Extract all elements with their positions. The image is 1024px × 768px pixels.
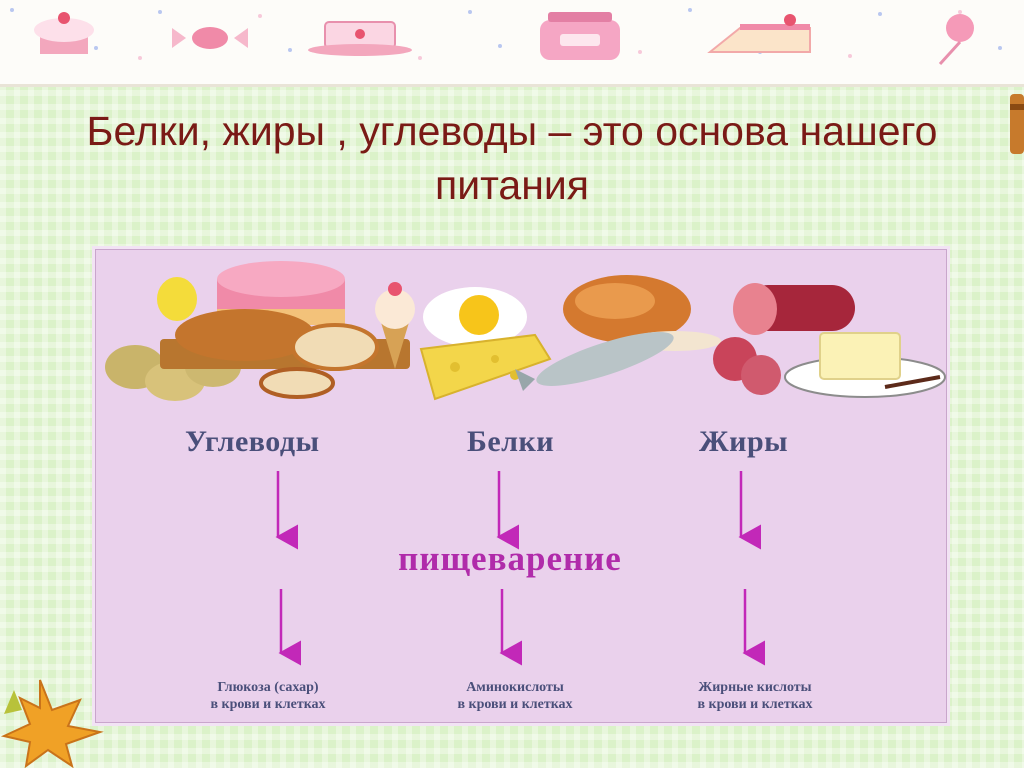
cup-icon [308,21,412,56]
label-carbohydrates: Углеводы [185,425,320,458]
sausage-icon [713,283,855,395]
result-carbohydrates: Глюкоза (сахар) в крови и клетках [168,679,368,713]
result-fats-line1: Жирные кислоты [698,680,812,695]
candy-icon [172,27,248,49]
butter-dish-icon [784,332,946,398]
food-illustration [105,261,946,401]
result-fats-line2: в крови и клетках [697,697,813,712]
label-fats: Жиры [699,425,789,458]
sweets-border-illustration [10,8,1002,66]
cookie-decoration-icon [1010,94,1024,154]
result-proteins-line2: в крови и клетках [457,697,573,712]
ice-cream-icon [375,282,415,369]
cheese-icon [419,333,552,401]
result-proteins: Аминокислоты в крови и клетках [415,679,615,713]
lollipop-icon [938,14,974,66]
roast-chicken-icon [563,275,721,351]
maple-leaf-icon [0,679,104,768]
digestion-label: пищеварение [398,539,622,578]
title-line-2: питания [435,162,589,208]
result-carbohydrates-line2: в крови и клетках [210,697,326,712]
title-line-1: Белки, жиры , углеводы – это основа наше… [86,108,938,154]
bread-icon [175,309,379,399]
result-carbohydrates-line1: Глюкоза (сахар) [217,680,319,695]
cake-slice-icon [707,14,811,53]
jar-icon [540,12,620,60]
fried-egg-icon [423,287,527,347]
result-proteins-line1: Аминокислоты [466,680,564,695]
label-proteins: Белки [467,425,555,458]
slide-title: Белки, жиры , углеводы – это основа наше… [10,104,1014,212]
decorative-header-border [0,0,1024,87]
fish-icon [515,332,674,391]
flow-arrows [275,471,765,666]
result-fats: Жирные кислоты в крови и клетках [655,679,855,713]
cupcake-icon [34,12,94,54]
lemon-icon [157,277,197,321]
nutrition-diagram-panel: Углеводы Белки Жиры пищеварение Глюкоза … [92,246,950,726]
